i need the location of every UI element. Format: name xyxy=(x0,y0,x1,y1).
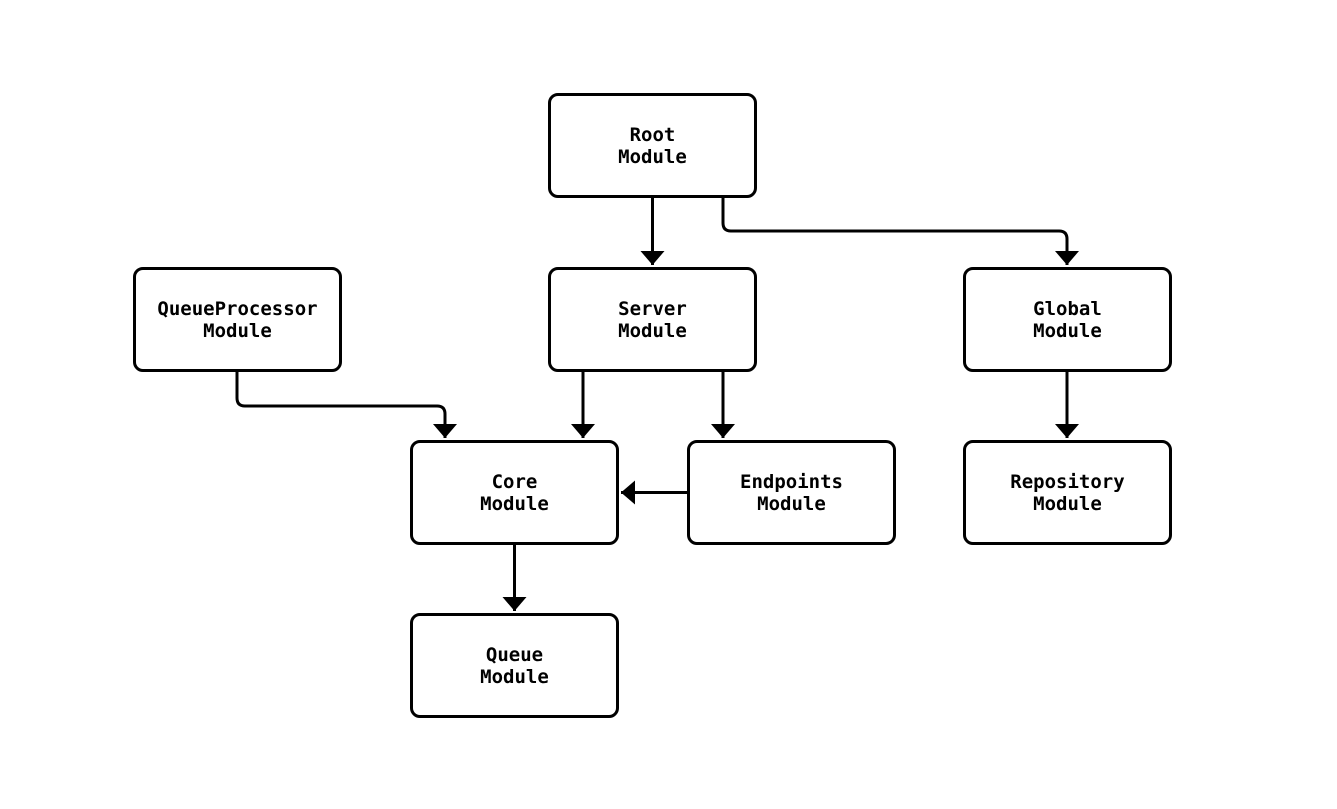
node-queue-module: Queue Module xyxy=(410,613,619,718)
node-core-module-label: Core Module xyxy=(480,470,549,515)
edge-root-to-global xyxy=(721,198,1079,265)
edge-queueprocessor-to-core xyxy=(235,372,457,438)
node-core-module: Core Module xyxy=(410,440,619,545)
node-queueprocessor-module: QueueProcessor Module xyxy=(133,267,342,372)
node-queue-module-label: Queue Module xyxy=(480,643,549,688)
node-endpoints-module: Endpoints Module xyxy=(687,440,896,545)
node-global-module: Global Module xyxy=(963,267,1172,372)
node-repository-module-label: Repository Module xyxy=(1010,470,1125,515)
node-server-module-label: Server Module xyxy=(618,297,687,342)
node-root-module: Root Module xyxy=(548,93,757,198)
node-global-module-label: Global Module xyxy=(1033,297,1102,342)
node-root-module-label: Root Module xyxy=(618,123,687,168)
node-repository-module: Repository Module xyxy=(963,440,1172,545)
node-server-module: Server Module xyxy=(548,267,757,372)
node-endpoints-module-label: Endpoints Module xyxy=(740,470,843,515)
node-queueprocessor-module-label: QueueProcessor Module xyxy=(157,297,318,342)
